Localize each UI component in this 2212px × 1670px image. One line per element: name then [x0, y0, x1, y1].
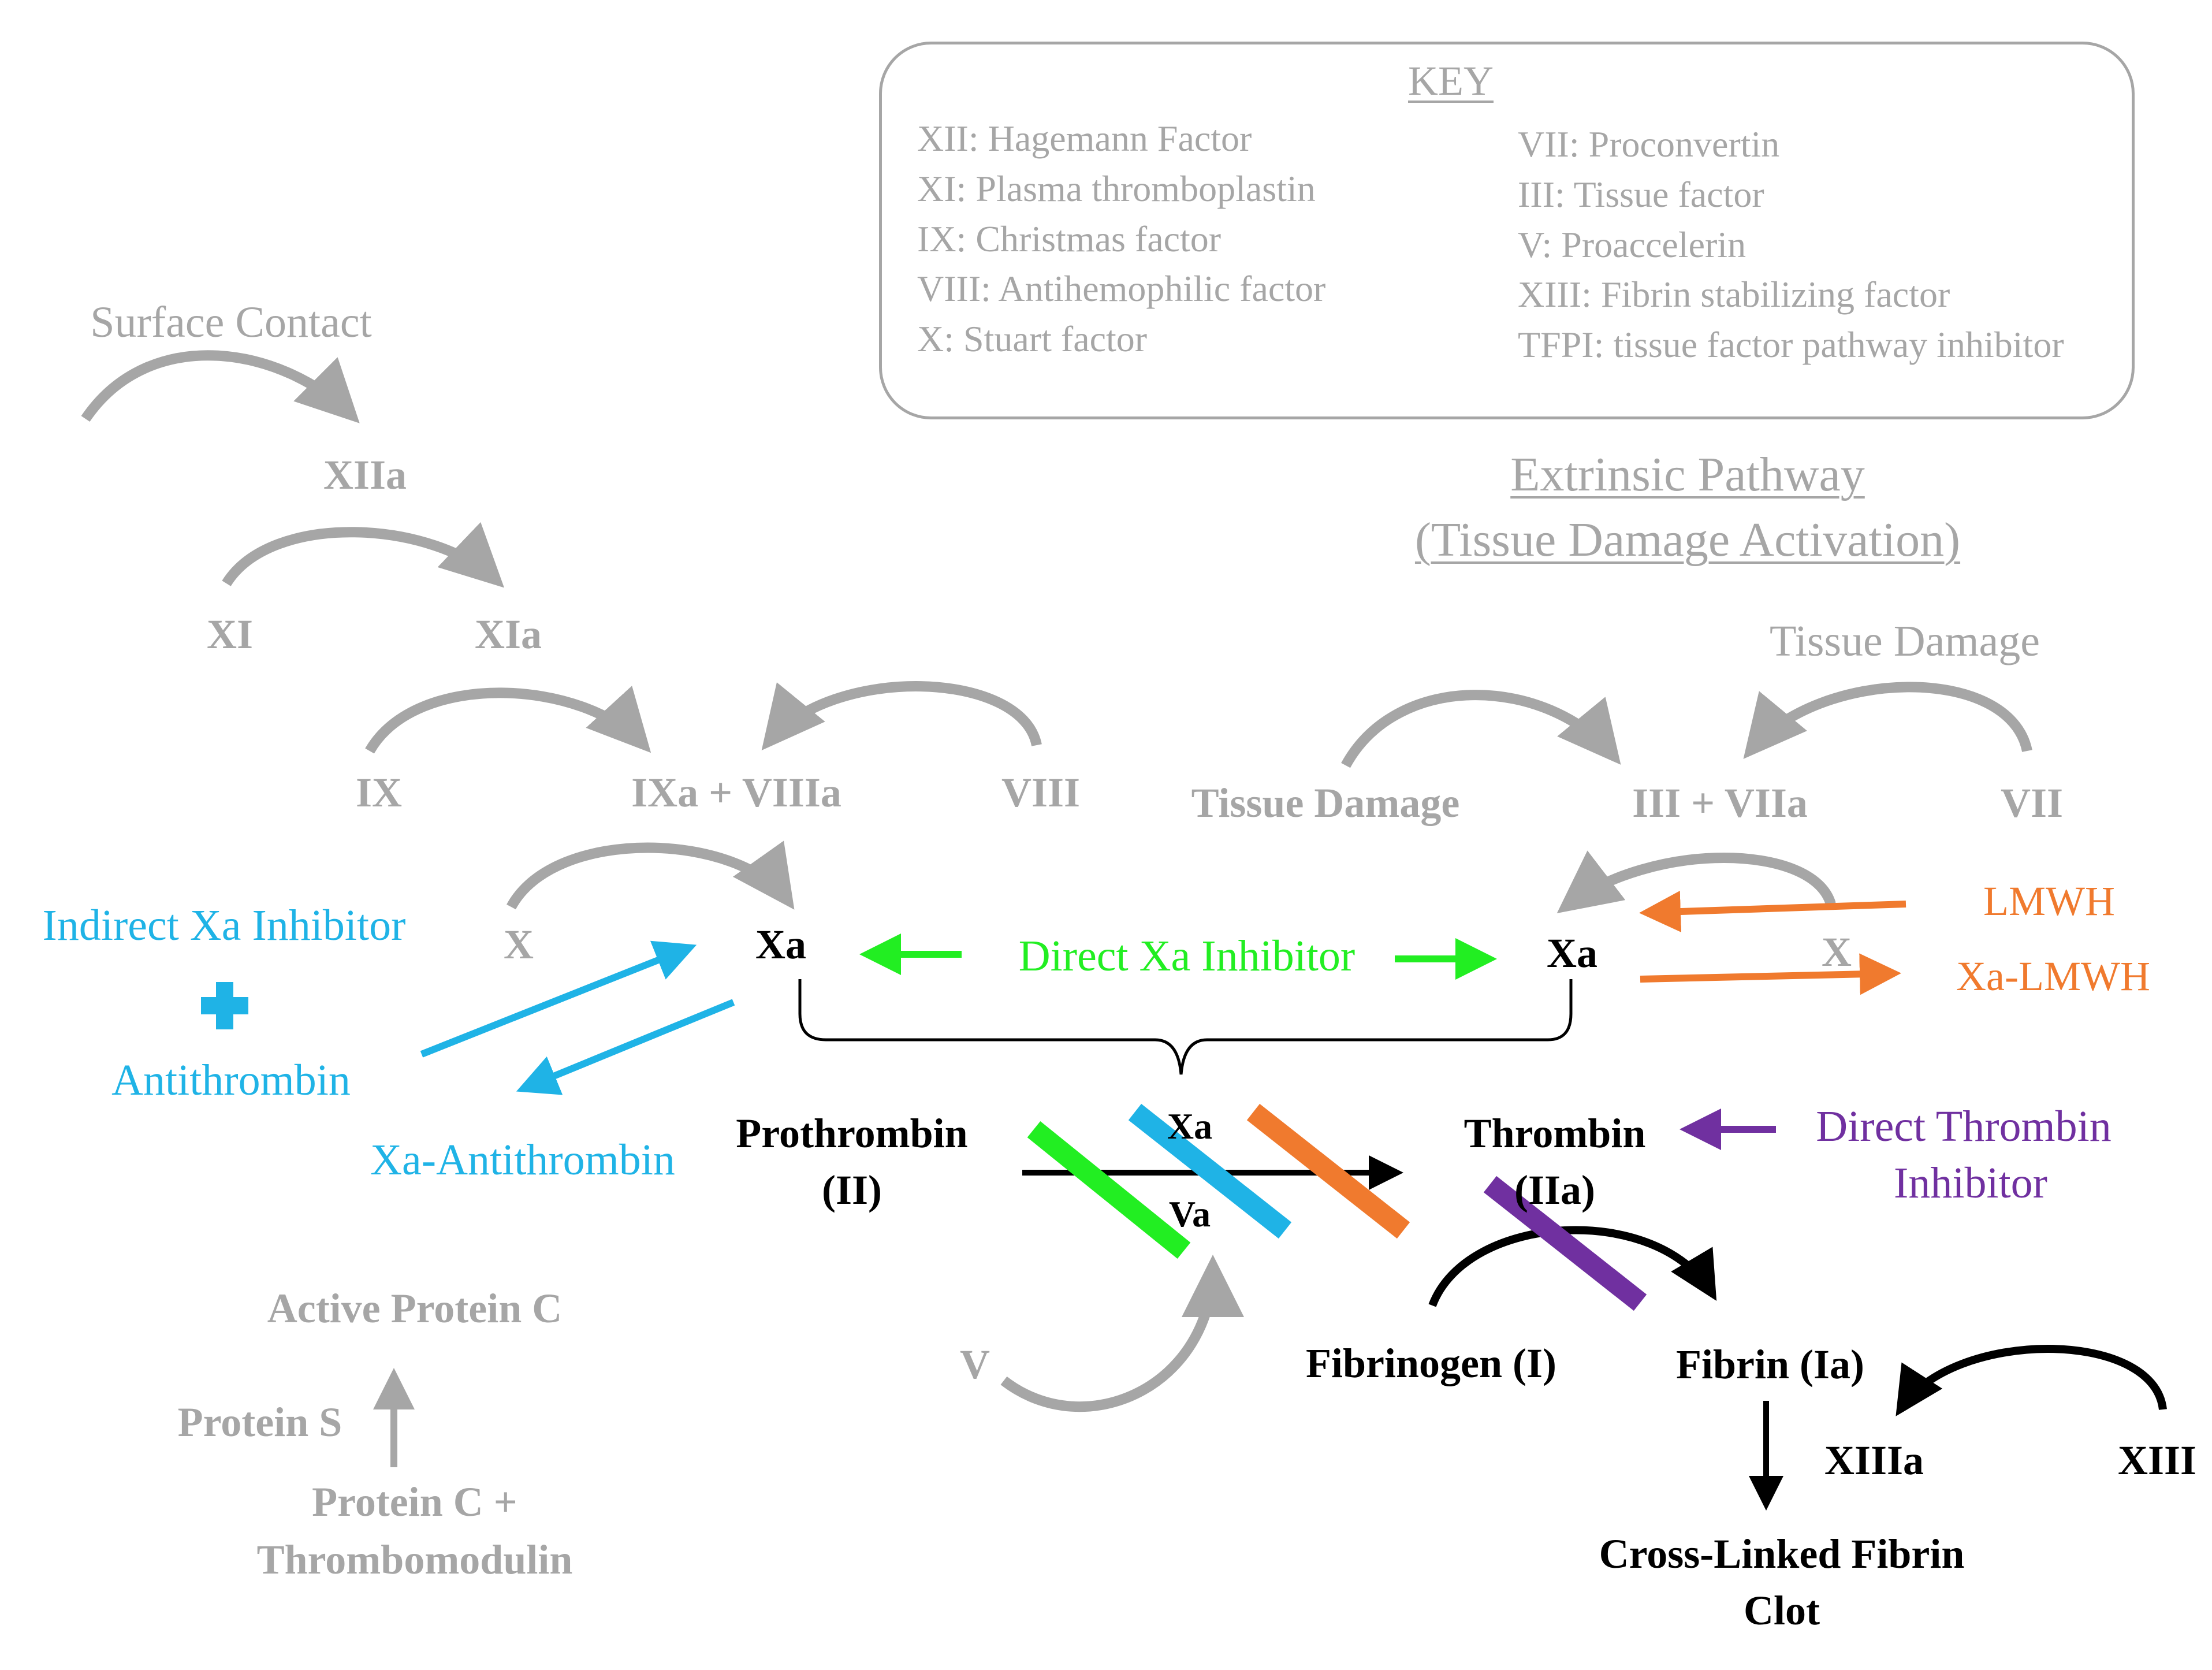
direct-thrombin-inhibitor-label-1: Direct Thrombin	[1816, 1102, 2112, 1151]
prothrombin-label-1: Prothrombin	[736, 1110, 968, 1156]
va-center-label: Va	[1168, 1193, 1211, 1234]
tissue-damage-label: Tissue Damage	[1191, 780, 1460, 826]
xa-left-label: Xa	[755, 921, 806, 968]
ixa-viiia-label: IXa + VIIIa	[631, 769, 841, 816]
protein-c-thrombomodulin-label-2: Thrombomodulin	[256, 1537, 573, 1583]
direct-thrombin-inhibitor-label-2: Inhibitor	[1894, 1159, 2047, 1207]
arrow-v-to-va	[1000, 1255, 1244, 1412]
key-right-3: XIII: Fibrin stabilizing factor	[1518, 274, 1950, 315]
key-right-1: III: Tissue factor	[1518, 174, 1764, 215]
xia-label: XIa	[474, 611, 542, 657]
arrow-tissue-damage-to-iii	[1341, 690, 1621, 768]
xa-antithrombin-label: Xa-Antithrombin	[370, 1136, 675, 1184]
plus-icon	[201, 982, 248, 1029]
key-left-4: X: Stuart factor	[917, 318, 1148, 359]
xa-lmwh-label: Xa-LMWH	[1956, 953, 2150, 999]
fibrin-label: Fibrin (Ia)	[1675, 1341, 1865, 1388]
protein-s-label: Protein S	[177, 1399, 342, 1445]
arrow-xa-to-xa-antithrombin	[516, 999, 735, 1095]
arrow-x-to-xa-right	[1556, 850, 1836, 913]
xiii-label: XIII	[2117, 1437, 2197, 1483]
xiiia-label: XIIIa	[1824, 1437, 1924, 1483]
key-right-2: V: Proaccelerin	[1518, 224, 1746, 265]
x-left-label: X	[504, 921, 534, 968]
indirect-xa-inhibitor-label: Indirect Xa Inhibitor	[42, 901, 406, 950]
key-right-0: VII: Proconvertin	[1518, 124, 1780, 165]
arrow-xiii-to-xiiia	[1896, 1345, 2167, 1416]
arrow-xa-to-xa-lmwh	[1640, 953, 1901, 995]
iii-viia-label: III + VIIa	[1632, 780, 1808, 826]
green-inhibitor-bar	[1027, 1121, 1191, 1259]
lmwh-label: LMWH	[1983, 878, 2115, 924]
xiia-label: XIIa	[323, 452, 407, 498]
arrow-lmwh-to-xa	[1639, 891, 1906, 932]
orange-inhibitor-bar	[1246, 1103, 1410, 1239]
protein-c-thrombomodulin-label-1: Protein C +	[312, 1479, 517, 1525]
key-title: KEY	[1408, 58, 1494, 104]
key-left-2: IX: Christmas factor	[917, 218, 1222, 259]
arrow-surface-to-xiia	[81, 350, 360, 423]
clot-label-2: Clot	[1744, 1587, 1820, 1634]
fibrinogen-label: Fibrinogen (I)	[1305, 1340, 1557, 1386]
purple-inhibitor-bar	[1483, 1176, 1647, 1311]
vii-label: VII	[2000, 780, 2064, 826]
xa-right-label: Xa	[1547, 930, 1597, 976]
thrombin-label-2: (IIa)	[1514, 1167, 1595, 1213]
arrow-ix-to-ixa	[365, 686, 651, 754]
key-left-1: XI: Plasma thromboplastin	[917, 168, 1316, 209]
direct-xa-inhibitor-label: Direct Xa Inhibitor	[1018, 932, 1355, 980]
key-left-3: VIII: Antihemophilic factor	[917, 268, 1326, 309]
x-right-label: X	[1822, 929, 1852, 975]
ix-label: IX	[355, 769, 403, 816]
v-label: V	[960, 1341, 990, 1388]
blue-inhibitor-bar	[1128, 1103, 1292, 1239]
xa-center-label: Xa	[1167, 1106, 1213, 1147]
active-protein-c-label: Active Protein C	[267, 1285, 563, 1331]
arrow-xi-to-xia	[222, 522, 505, 588]
extrinsic-title: Extrinsic Pathway	[1510, 448, 1865, 501]
key-left-0: XII: Hagemann Factor	[917, 118, 1252, 159]
tissue-damage-top-label: Tissue Damage	[1770, 617, 2040, 665]
xi-label: XI	[206, 611, 254, 657]
clot-label-1: Cross-Linked Fibrin	[1599, 1531, 1965, 1577]
arrow-antithrombin-to-xa	[420, 940, 697, 1058]
viii-label: VIII	[1001, 769, 1081, 816]
extrinsic-subtitle: (Tissue Damage Activation)	[1414, 513, 1961, 567]
surface-contact-label: Surface Contact	[90, 298, 372, 347]
thrombin-label-1: Thrombin	[1464, 1110, 1646, 1156]
xa-brace	[798, 979, 1573, 1075]
prothrombin-label-2: (II)	[822, 1167, 882, 1213]
key-right-4: TFPI: tissue factor pathway inhibitor	[1518, 324, 2064, 365]
antithrombin-label: Antithrombin	[111, 1056, 351, 1104]
arrow-viii-to-viiia	[761, 681, 1042, 750]
arrow-vii-to-viia	[1743, 682, 2032, 759]
key-box	[879, 42, 2135, 419]
arrow-x-to-xa-left	[507, 840, 795, 910]
